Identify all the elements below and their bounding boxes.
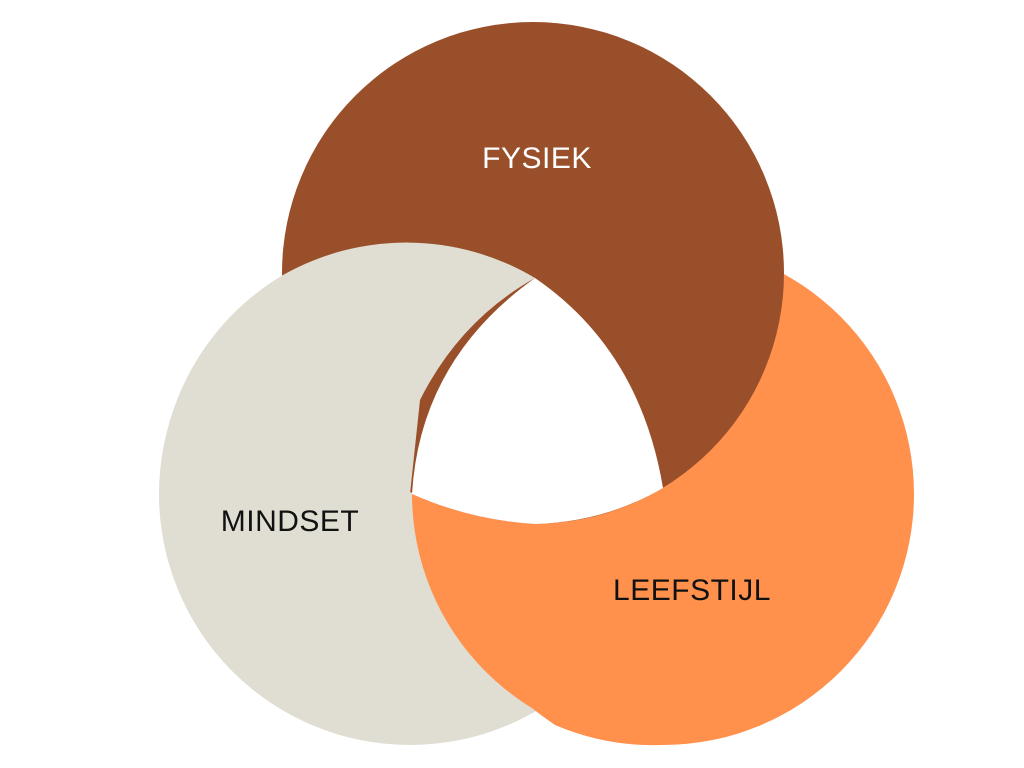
center-region [412,278,663,524]
mindset-overlap [159,242,536,494]
leefstijl-label: LEEFSTIJL [613,574,771,607]
leefstijl-overlap [412,490,663,746]
fysiek-label: FYSIEK [482,142,592,175]
mindset-label: MINDSET [221,505,360,538]
